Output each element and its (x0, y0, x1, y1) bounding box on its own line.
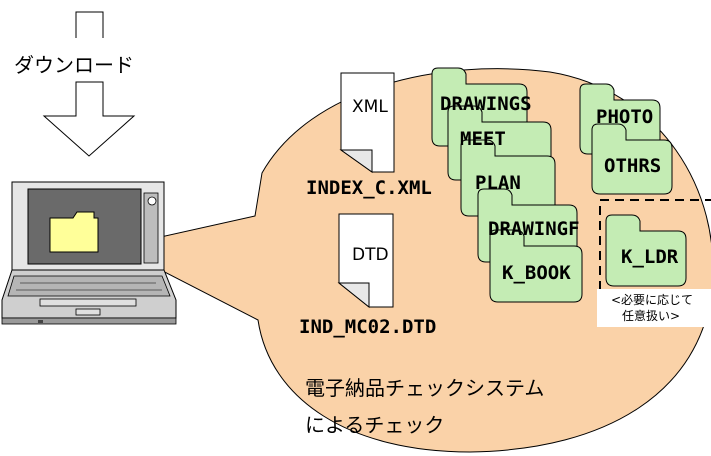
folder-label-othrs: OTHRS (604, 155, 662, 177)
folder-label-drawingf: DRAWINGF (488, 218, 580, 240)
folder-k-book (489, 229, 583, 303)
laptop-icon (1, 181, 177, 325)
xml-file-icon (339, 72, 395, 173)
folder-label-k-ldr: K_LDR (621, 246, 679, 268)
download-label: ダウンロード (14, 53, 134, 77)
folder-othrs (591, 123, 673, 195)
folders (431, 67, 687, 303)
download-arrow (42, 11, 136, 157)
dtd-filename: IND_MC02.DTD (299, 316, 437, 338)
k-ldr-note-line1: <必要に応じて (611, 293, 694, 307)
xml-filename: INDEX_C.XML (306, 177, 432, 199)
folder-label-plan: PLAN (475, 172, 521, 194)
optional-dashed-box (599, 199, 711, 320)
xml-icon-text: XML (352, 97, 388, 117)
folder-label-meet: MEET (460, 128, 506, 150)
check-caption-line2: によるチェック (305, 413, 445, 437)
folder-k-ldr (605, 214, 687, 287)
dtd-icon-text: DTD (352, 245, 389, 265)
dtd-file-icon (337, 213, 394, 309)
check-caption-line1: 電子納品チェックシステム (305, 376, 545, 400)
folder-label-photo: PHOTO (596, 106, 654, 128)
folder-label-drawings: DRAWINGS (440, 93, 532, 115)
k-ldr-note-bg (597, 289, 711, 327)
k-ldr-note-line2: 任意扱い> (622, 309, 681, 323)
folder-label-k-book: K_BOOK (502, 262, 571, 284)
